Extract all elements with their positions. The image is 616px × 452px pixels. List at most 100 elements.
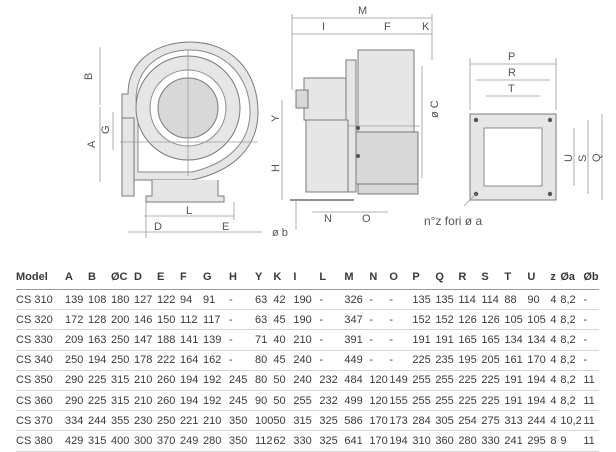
value-cell: 347: [344, 309, 370, 331]
label-o: O: [362, 213, 371, 225]
value-cell: -: [583, 289, 599, 311]
value-cell: 255: [412, 370, 436, 391]
value-cell: 122: [157, 289, 180, 311]
value-cell: 221: [180, 410, 203, 432]
value-cell: 240: [293, 350, 320, 371]
value-cell: 114: [481, 289, 505, 311]
value-cell: 62: [273, 430, 294, 452]
label-g: G: [100, 125, 112, 134]
value-cell: 178: [134, 350, 157, 371]
value-cell: 350: [229, 430, 255, 452]
value-cell: 370: [157, 430, 180, 452]
value-cell: 94: [180, 289, 203, 311]
value-cell: 126: [481, 309, 505, 331]
value-cell: -: [389, 309, 413, 331]
value-cell: 45: [273, 350, 294, 371]
value-cell: 170: [369, 430, 390, 452]
value-cell: 8,2: [560, 370, 584, 391]
label-q: Q: [591, 153, 603, 162]
value-cell: 222: [157, 350, 180, 371]
hole-note: n°z fori ø a: [424, 214, 482, 228]
label-n: N: [324, 213, 332, 225]
value-cell: 105: [504, 309, 528, 331]
value-cell: 191: [504, 370, 528, 391]
value-cell: 194: [88, 350, 111, 371]
value-cell: 163: [88, 329, 111, 351]
label-t: T: [508, 83, 515, 95]
column-header: Y: [255, 265, 274, 290]
column-header: D: [134, 265, 157, 290]
value-cell: 45: [273, 309, 294, 331]
value-cell: -: [319, 309, 345, 331]
value-cell: 4: [550, 309, 561, 331]
value-cell: 194: [527, 390, 551, 412]
value-cell: 128: [88, 309, 111, 331]
value-cell: 191: [504, 390, 528, 412]
value-cell: 40: [273, 329, 294, 351]
value-cell: 192: [203, 390, 229, 412]
value-cell: 90: [527, 289, 551, 311]
value-cell: 9: [560, 430, 584, 452]
value-cell: 225: [412, 350, 436, 371]
value-cell: 190: [293, 289, 320, 311]
value-cell: 141: [180, 329, 203, 351]
column-header: H: [229, 265, 255, 290]
value-cell: 400: [111, 430, 134, 452]
value-cell: 255: [293, 390, 320, 412]
model-cell: CS 350: [16, 370, 65, 391]
value-cell: 126: [458, 309, 482, 331]
value-cell: 325: [319, 410, 345, 432]
value-cell: 11: [583, 430, 599, 452]
label-k: K: [422, 21, 430, 33]
column-header: B: [88, 265, 111, 290]
value-cell: 108: [88, 289, 111, 311]
model-cell: CS 360: [16, 390, 65, 412]
value-cell: 255: [435, 390, 459, 412]
value-cell: 105: [527, 309, 551, 331]
column-header: E: [157, 265, 180, 290]
value-cell: 250: [65, 350, 88, 371]
value-cell: 63: [255, 309, 274, 331]
value-cell: 241: [504, 430, 528, 452]
label-ob: ø b: [272, 227, 288, 239]
value-cell: 254: [458, 410, 482, 432]
value-cell: -: [369, 309, 390, 331]
column-header: G: [203, 265, 229, 290]
model-cell: CS 310: [16, 289, 65, 311]
value-cell: 71: [255, 329, 274, 351]
value-cell: 330: [293, 430, 320, 452]
value-cell: -: [389, 289, 413, 311]
value-cell: 290: [65, 390, 88, 412]
value-cell: 586: [344, 410, 370, 432]
value-cell: -: [229, 350, 255, 371]
value-cell: 225: [458, 370, 482, 391]
value-cell: 499: [344, 390, 370, 412]
column-header: M: [344, 265, 370, 290]
label-i: I: [322, 21, 325, 33]
value-cell: 4: [550, 350, 561, 371]
column-header: O: [389, 265, 413, 290]
value-cell: 4: [550, 390, 561, 412]
value-cell: 135: [435, 289, 459, 311]
value-cell: 120: [369, 390, 390, 412]
front-view: B A G L D E: [83, 41, 262, 238]
value-cell: 165: [481, 329, 505, 351]
value-cell: 170: [369, 410, 390, 432]
value-cell: -: [369, 350, 390, 371]
value-cell: 50: [273, 390, 294, 412]
value-cell: 290: [65, 370, 88, 391]
value-cell: 244: [88, 410, 111, 432]
label-l: L: [186, 205, 192, 217]
value-cell: 50: [273, 370, 294, 391]
model-cell: CS 320: [16, 309, 65, 331]
value-cell: 255: [412, 390, 436, 412]
value-cell: 117: [203, 309, 229, 331]
value-cell: 245: [229, 370, 255, 391]
value-cell: 8,2: [560, 289, 584, 311]
